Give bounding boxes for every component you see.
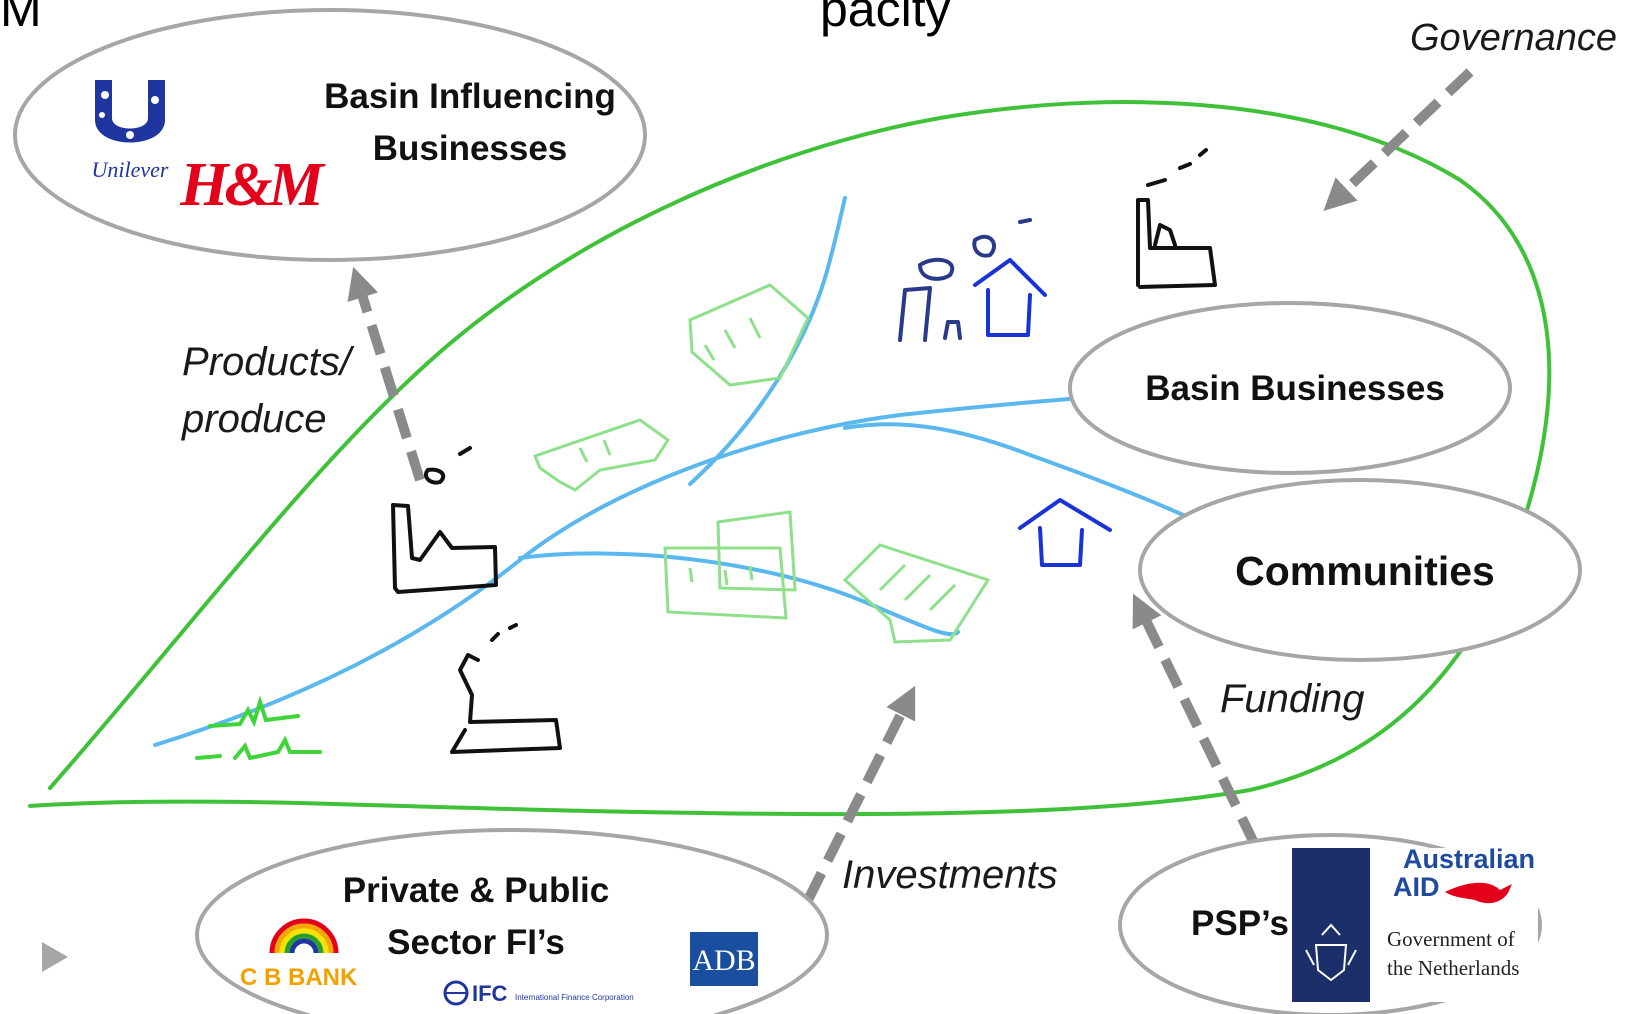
cb-bank-logo: C B BANK: [240, 918, 358, 991]
house-sketches: [898, 218, 1112, 567]
ifc-wordmark: IFC: [472, 981, 508, 1006]
unilever-logo: Unilever: [92, 80, 169, 182]
basin-influencing-title-line2: Businesses: [373, 129, 568, 168]
netherlands-logo: Australian AID Government of the Netherl…: [1292, 844, 1538, 1002]
private-public-title-line1: Private & Public: [343, 871, 609, 910]
adb-wordmark: ADB: [692, 944, 755, 977]
governance-label: Governance: [1410, 17, 1617, 59]
factory-sketches: [391, 148, 1217, 754]
australian-aid-line2: AID: [1393, 872, 1440, 902]
private-public-title-line2: Sector FI’s: [387, 923, 565, 962]
basin-businesses-ellipse: [1068, 301, 1512, 475]
products-label-line1: Products/: [182, 340, 355, 384]
australian-aid-line1: Australian: [1403, 844, 1535, 874]
river-network: [153, 196, 1192, 747]
communities-ellipse: [1138, 478, 1582, 662]
basin-outline: [28, 100, 1552, 817]
flow-arrows: [347, 68, 1474, 903]
basin-influencing-ellipse: [13, 8, 647, 262]
products-label-line2: produce: [181, 397, 327, 441]
play-icon[interactable]: [42, 942, 68, 972]
investments-label: Investments: [842, 853, 1058, 897]
investments-arrow: [803, 685, 916, 903]
products-arrow: [347, 266, 425, 482]
communities-label: Communities: [1235, 548, 1495, 594]
hm-wordmark: H&M: [179, 151, 325, 219]
basin-influencing-title-line1: Basin Influencing: [324, 77, 616, 116]
unilever-wordmark: Unilever: [92, 157, 169, 182]
ifc-logo: IFC International Finance Corporation: [443, 980, 634, 1006]
slide-title-fragment-right: pacity: [820, 0, 951, 37]
field-sketches: [533, 283, 991, 644]
netherlands-line2: the Netherlands: [1387, 956, 1519, 980]
grass-sketch: [195, 695, 322, 761]
netherlands-line1: Government of: [1387, 927, 1515, 951]
governance-arrow: [1323, 68, 1474, 212]
ifc-subtitle: International Finance Corporation: [515, 993, 634, 1002]
private-public-ellipse: [195, 828, 829, 1014]
slide-title-fragment-left: M: [0, 0, 42, 37]
basin-businesses-label: Basin Businesses: [1145, 369, 1445, 408]
psp-label: PSP’s: [1191, 904, 1289, 943]
funding-label: Funding: [1220, 677, 1365, 721]
coat-of-arms-icon: [1305, 923, 1357, 982]
cb-bank-wordmark: C B BANK: [240, 964, 358, 991]
adb-logo: ADB: [690, 932, 758, 986]
hm-logo: H&M: [179, 118, 330, 228]
kangaroo-icon: [1445, 882, 1512, 904]
